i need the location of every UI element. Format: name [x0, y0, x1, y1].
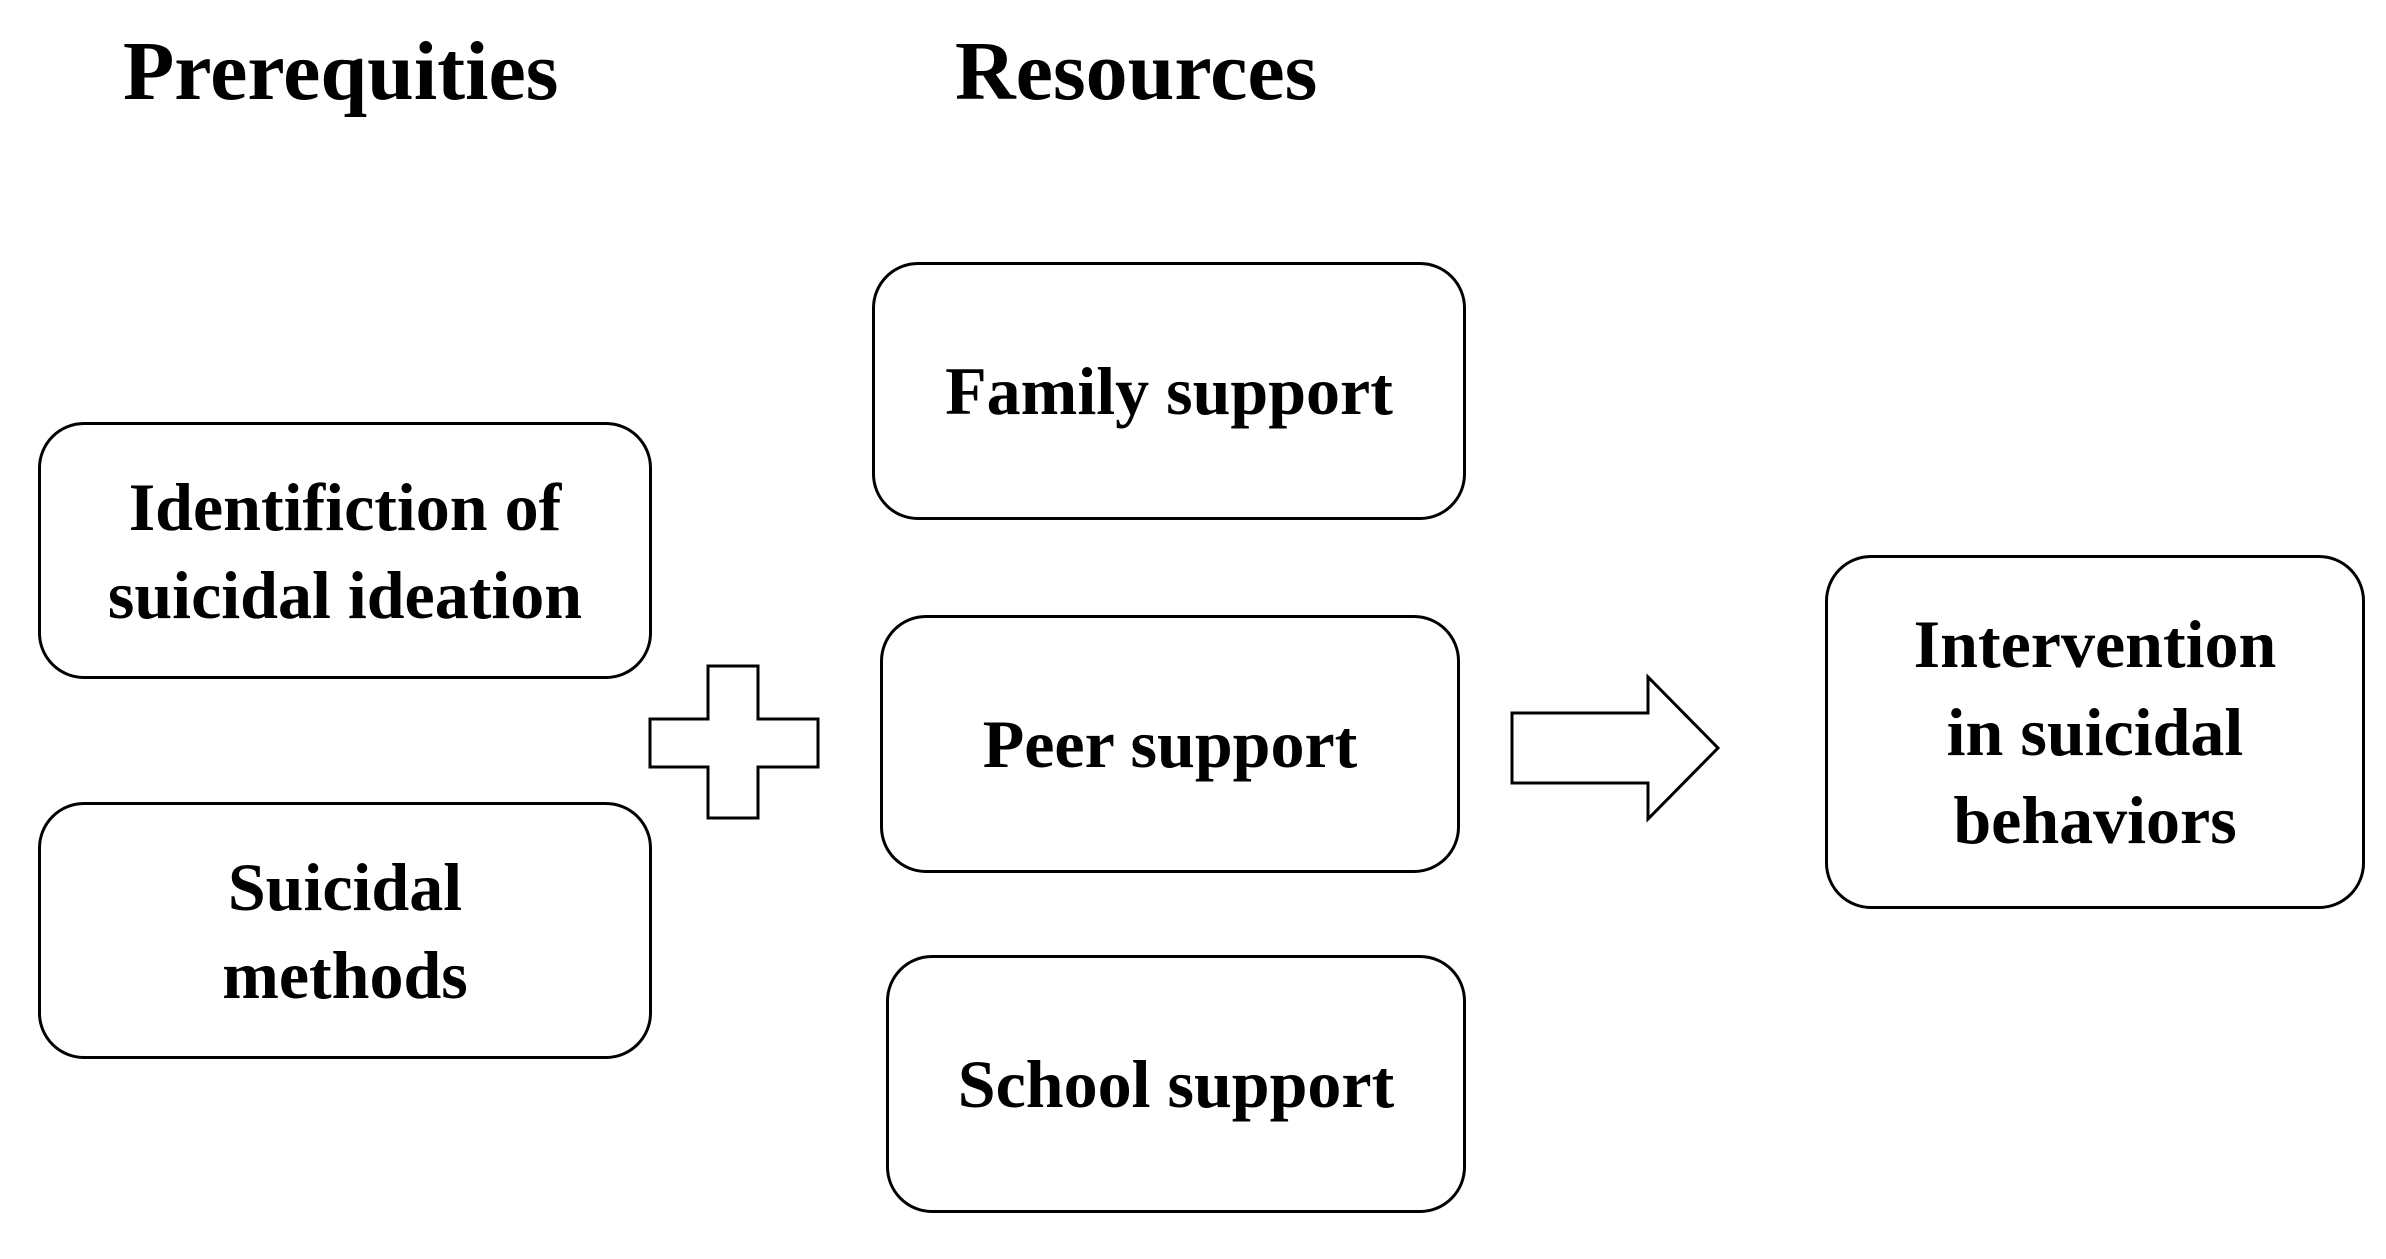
outcome-label: Intervention in suicidal behaviors: [1913, 606, 2277, 858]
resource-label: Peer support: [982, 706, 1358, 782]
outcome-box-intervention: Intervention in suicidal behaviors: [1825, 555, 2365, 909]
prerequisite-label: Suicidal methods: [222, 848, 468, 1013]
prerequisite-label: Identifiction of suicidal ideation: [107, 468, 583, 633]
resource-box-school-support: School support: [886, 955, 1466, 1213]
prerequisite-box-suicidal-methods: Suicidal methods: [38, 802, 652, 1059]
prerequisite-box-suicidal-ideation: Identifiction of suicidal ideation: [38, 422, 652, 679]
plus-icon: [648, 664, 820, 820]
resource-label: School support: [957, 1046, 1395, 1122]
arrow-right-icon: [1510, 673, 1721, 823]
resource-box-family-support: Family support: [872, 262, 1466, 520]
resource-box-peer-support: Peer support: [880, 615, 1460, 873]
heading-resources: Resources: [955, 25, 1318, 118]
resource-label: Family support: [945, 353, 1393, 429]
heading-prerequisites: Prerequities: [123, 25, 559, 118]
